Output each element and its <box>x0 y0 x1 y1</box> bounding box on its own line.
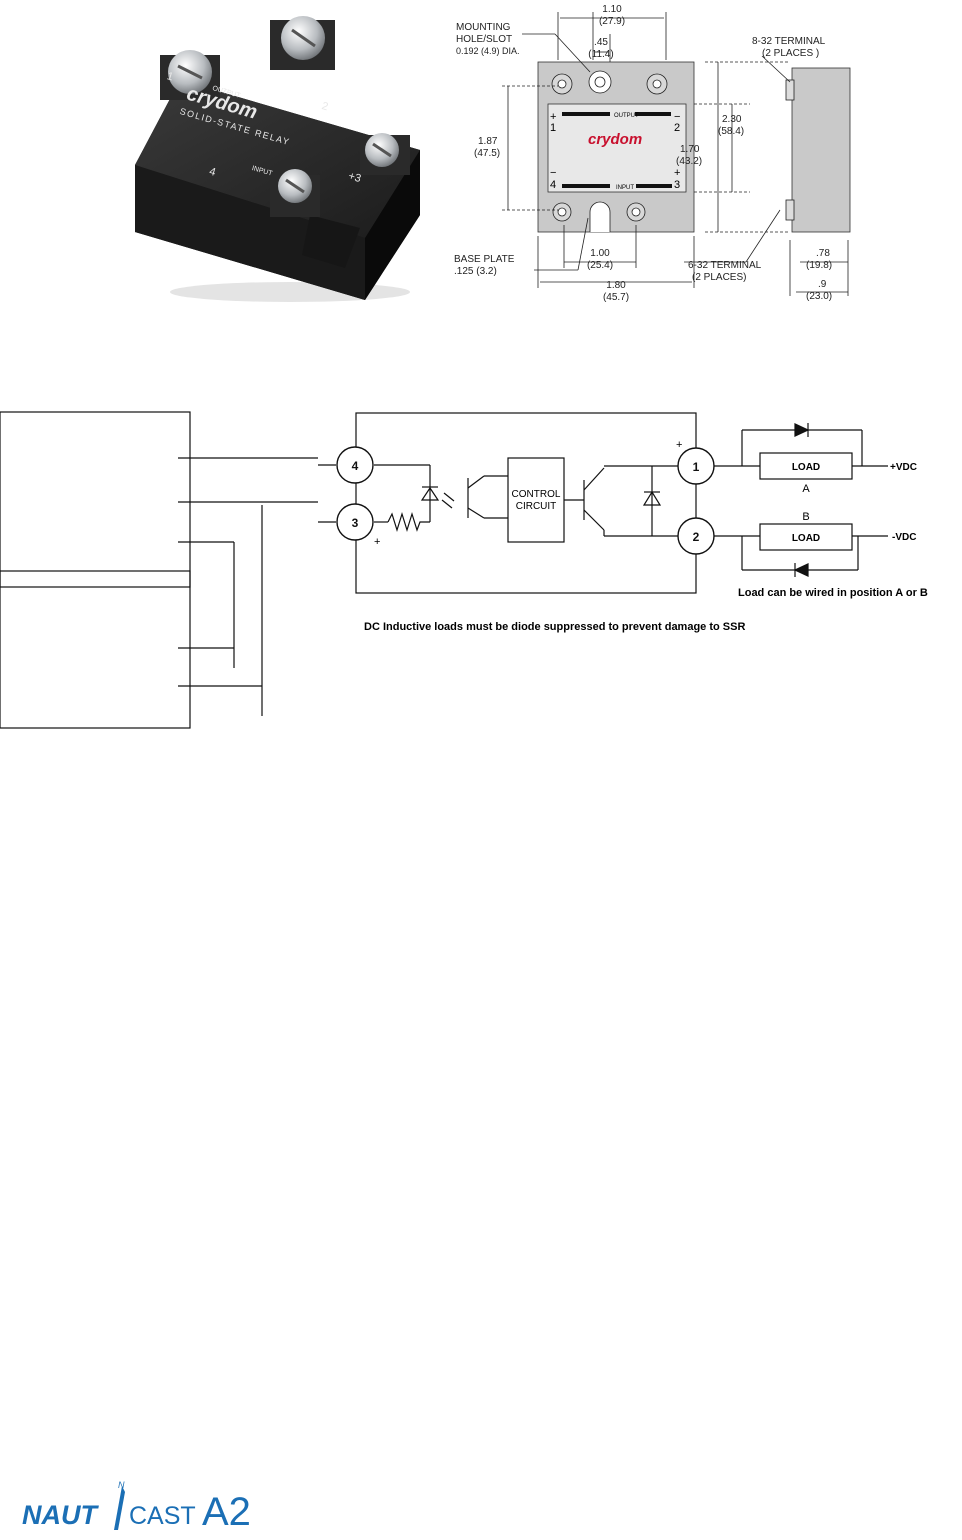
wiring-schematic: 4 3 1 2 + + CONTROL CIRCUIT LOAD LOAD A … <box>0 411 928 729</box>
face-input-label: INPUT <box>616 185 634 191</box>
terminal-4-label: 4 <box>352 459 359 473</box>
mechanical-drawing: OUTPUT INPUT crydom + 1 − 2 − 4 + 3 1.10… <box>454 4 851 303</box>
dim-hole: .45 <box>594 37 608 48</box>
face-minus-4: − <box>550 167 556 179</box>
terminal-632-1: 6-32 TERMINAL <box>688 260 762 271</box>
load-a-label: LOAD <box>792 462 820 473</box>
terminal-832-2: (2 PLACES ) <box>762 48 819 59</box>
vdc-positive: +VDC <box>890 462 917 473</box>
position-a: A <box>802 483 810 495</box>
dim-180: 1.80 <box>606 280 626 291</box>
face-plus: + <box>550 111 556 123</box>
dim-180-mm: (45.7) <box>603 292 629 303</box>
logo-cast: CAST <box>129 1502 196 1530</box>
dim-09-mm: (23.0) <box>806 291 832 302</box>
dim-170-mm: (43.2) <box>676 156 702 167</box>
terminal-3-label: 3 <box>352 516 359 530</box>
face-t1: 1 <box>550 122 556 134</box>
load-b-label: LOAD <box>792 533 820 544</box>
input-plus: + <box>374 536 380 548</box>
terminal-2-label: 2 <box>693 530 700 544</box>
dim-078: .78 <box>816 248 830 259</box>
terminal-832-1: 8-32 TERMINAL <box>752 36 826 47</box>
mounting-label-2: HOLE/SLOT <box>456 34 512 45</box>
dim-078-mm: (19.8) <box>806 260 832 271</box>
dim-100-mm: (25.4) <box>587 260 613 271</box>
face-t4: 4 <box>550 179 556 191</box>
compass-needle-icon <box>114 1486 125 1530</box>
control-circuit-line1: CONTROL <box>512 489 561 500</box>
dim-09: .9 <box>818 279 827 290</box>
face-minus: − <box>674 111 680 123</box>
dim-187: 1.87 <box>478 136 498 147</box>
baseplate-1: BASE PLATE <box>454 254 515 265</box>
logo-naut: NAUT <box>22 1500 99 1530</box>
terminal-632-2: (2 PLACES) <box>692 272 746 283</box>
face-t3: 3 <box>674 179 680 191</box>
dim-hole-mm: (11.4) <box>588 49 613 60</box>
logo-north: N <box>118 1480 125 1490</box>
output-plus: + <box>676 439 682 451</box>
photo-term-3: +3 <box>347 170 362 185</box>
relay-top-face <box>135 80 420 238</box>
dim-100: 1.00 <box>590 248 610 259</box>
nauticast-logo: NAUT N CAST A2 <box>22 1480 251 1534</box>
dim-170: 1.70 <box>680 144 700 155</box>
terminal-2-circle <box>677 517 715 555</box>
mounting-label-3: 0.192 (4.9) DIA. <box>456 46 520 56</box>
photo-term-1: 1 <box>165 70 174 83</box>
screw-terminal-icon <box>270 16 335 70</box>
terminal-1-circle <box>677 447 715 485</box>
screw-terminal-icon <box>360 133 410 175</box>
dim-width: 1.10 <box>602 4 622 15</box>
dim-width-mm: (27.9) <box>599 16 625 27</box>
photo-term-4: 4 <box>208 166 217 179</box>
face-brand: crydom <box>588 131 642 148</box>
baseplate-2: .125 (3.2) <box>454 266 497 277</box>
control-circuit-line2: CIRCUIT <box>516 501 557 512</box>
relay-photo: OUTPUT crydom SOLID-STATE RELAY INPUT 1 … <box>135 16 420 302</box>
position-b: B <box>802 511 809 523</box>
load-b-box <box>759 523 853 551</box>
dim-230: 2.30 <box>722 114 742 125</box>
external-device-box <box>0 411 191 588</box>
logo-model: A2 <box>202 1490 251 1534</box>
terminal-1-label: 1 <box>693 460 700 474</box>
note-position: Load can be wired in position A or B <box>738 587 928 599</box>
mounting-label-1: MOUNTING <box>456 22 511 33</box>
dim-230-mm: (58.4) <box>718 126 744 137</box>
face-output-label: OUTPUT <box>614 113 639 119</box>
note-diode: DC Inductive loads must be diode suppres… <box>364 621 745 633</box>
terminal-4-circle <box>336 446 374 484</box>
vdc-negative: -VDC <box>892 532 916 543</box>
face-plus-3: + <box>674 167 680 179</box>
screw-terminal-icon <box>160 50 220 100</box>
external-device-box <box>0 570 191 729</box>
face-t2: 2 <box>674 122 680 134</box>
screw-terminal-icon <box>270 169 320 217</box>
dim-187-mm: (47.5) <box>474 148 500 159</box>
terminal-3-circle <box>336 503 374 541</box>
photo-term-2: 2 <box>320 100 329 113</box>
